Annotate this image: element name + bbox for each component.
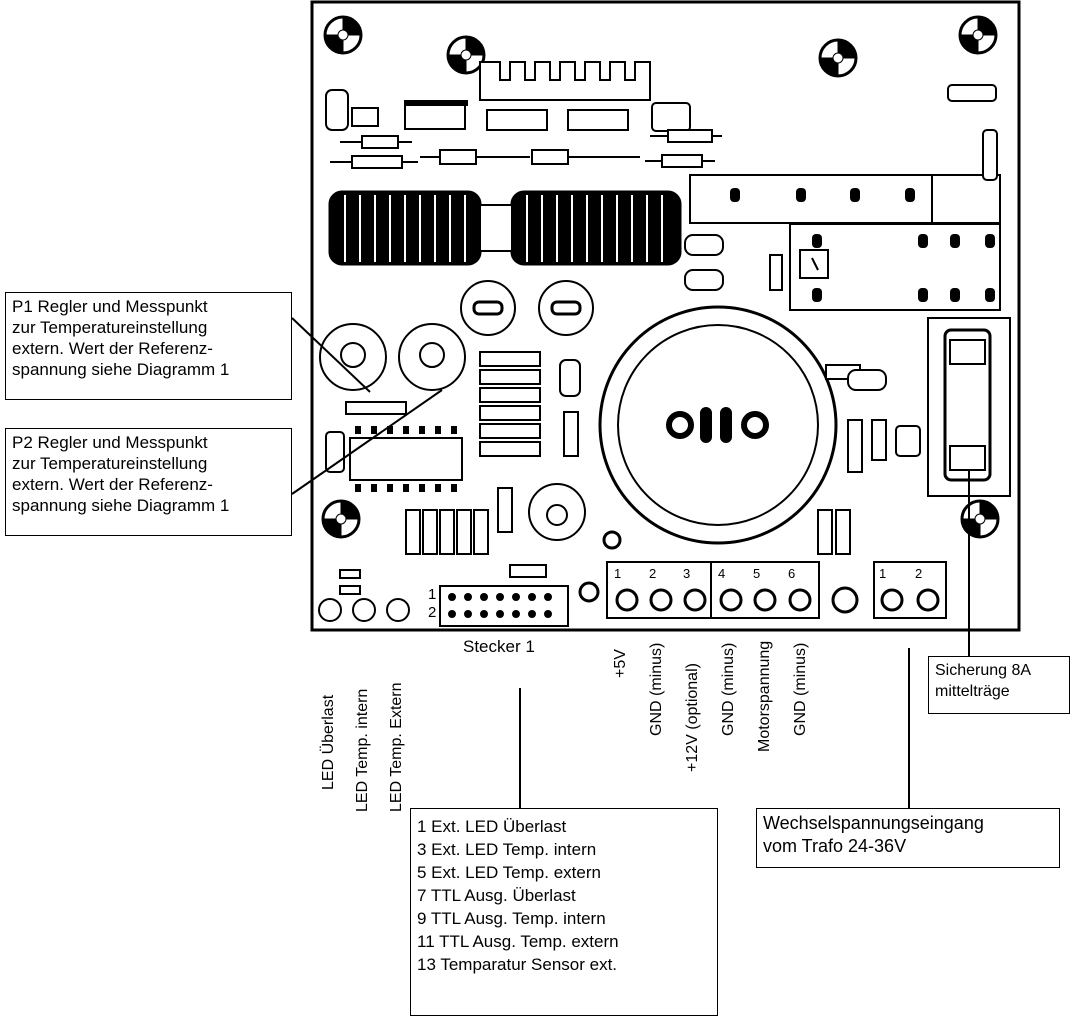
terminal-label-12v: +12V (optional)	[684, 663, 701, 772]
callout-p2-line: P2 Regler und Messpunkt	[12, 433, 208, 452]
terminal-number: 2	[649, 566, 657, 581]
callout-p2-line: extern. Wert der Referenz-	[12, 475, 213, 494]
callout-fuse: Sicherung 8A mittelträge	[928, 656, 1070, 714]
terminal-number: 1	[614, 566, 622, 581]
terminal-block-power	[606, 561, 820, 619]
resistor-bank	[345, 351, 887, 578]
mounting-hole	[323, 15, 363, 55]
capacitor	[325, 89, 379, 131]
stecker-1-label: Stecker 1	[463, 637, 535, 656]
mounting-hole	[818, 38, 858, 78]
terminal-label-gnd3: GND (minus)	[792, 642, 809, 736]
relay	[689, 174, 1001, 311]
connector-header	[947, 84, 997, 102]
callout-p2: P2 Regler und Messpunkt zur Temperaturei…	[5, 428, 292, 536]
callout-stecker-pins: 1 Ext. LED Überlast 3 Ext. LED Temp. int…	[410, 808, 718, 1016]
diode-bridge	[684, 234, 783, 291]
callout-p2-line: zur Temperatureinstellung	[12, 454, 208, 473]
terminal-number: 5	[753, 566, 761, 581]
callout-ac-input: Wechselspannungseingang vom Trafo 24-36V	[756, 808, 1060, 868]
mounting-hole	[958, 15, 998, 55]
fuse-holder-small	[982, 129, 998, 181]
relay-pin	[730, 188, 995, 302]
led-label-ueberlast: LED Überlast	[320, 694, 337, 790]
terminal-number: 3	[683, 566, 691, 581]
pin-line: 1 Ext. LED Überlast	[417, 817, 567, 836]
callout-ac-line: Wechselspannungseingang	[763, 813, 984, 833]
callout-p1-line: spannung siehe Diagramm 1	[12, 360, 230, 379]
terminal-screw	[615, 588, 812, 612]
stecker-1-header	[439, 585, 569, 627]
led-resistor	[339, 569, 361, 595]
callout-fuse-line: mittelträge	[935, 683, 1010, 700]
transformer-pins	[666, 407, 769, 443]
led-label-temp-intern: LED Temp. intern	[354, 688, 371, 812]
transistor	[847, 369, 921, 457]
ic-chip	[325, 431, 463, 481]
pin-line: 9 TTL Ausg. Temp. intern	[417, 909, 606, 928]
terminal-label-5v: +5V	[612, 649, 629, 678]
terminal-screw	[880, 588, 940, 612]
callout-p1-line: extern. Wert der Referenz-	[12, 339, 213, 358]
mounting-hole	[321, 499, 361, 539]
callout-p1: P1 Regler und Messpunkt zur Temperaturei…	[5, 292, 292, 400]
terminal-number: 4	[718, 566, 726, 581]
pin-line: 5 Ext. LED Temp. extern	[417, 863, 601, 882]
callout-p1-line: zur Temperatureinstellung	[12, 318, 208, 337]
stecker-row-2: 2	[428, 604, 437, 621]
callout-p1-line: P1 Regler und Messpunkt	[12, 297, 208, 316]
resistor	[330, 129, 722, 169]
trimmer-p1	[319, 323, 586, 541]
board-edge-strip	[404, 100, 468, 106]
terminal-number: 6	[788, 566, 796, 581]
callout-ac-line: vom Trafo 24-36V	[763, 836, 907, 856]
leader-line	[291, 317, 970, 808]
terminal-label-gnd2: GND (minus)	[720, 642, 737, 736]
ac-terminal-number: 2	[915, 566, 923, 581]
stecker-pins	[448, 593, 552, 618]
callout-fuse-line: Sicherung 8A	[935, 662, 1032, 679]
callout-p2-line: spannung siehe Diagramm 1	[12, 496, 230, 515]
pin-line: 13 Temparatur Sensor ext.	[417, 955, 618, 974]
heatsink	[479, 61, 651, 101]
fuse	[943, 328, 992, 482]
stecker-row-1: 1	[428, 586, 437, 603]
terminal-label-motorspannung: Motorspannung	[756, 640, 773, 752]
mounting-hole	[960, 499, 1000, 539]
capacitor-pins	[472, 300, 582, 316]
transistor-row	[404, 102, 691, 132]
led-label-temp-extern: LED Temp. Extern	[388, 682, 405, 812]
pin-line: 3 Ext. LED Temp. intern	[417, 840, 597, 859]
pin-line: 11 TTL Ausg. Temp. extern	[417, 932, 619, 951]
pin-line: 7 TTL Ausg. Überlast	[417, 886, 576, 905]
terminal-label-gnd1: GND (minus)	[648, 642, 665, 736]
ac-terminal-number: 1	[879, 566, 887, 581]
ic-pins	[355, 426, 457, 492]
led-indicator	[318, 598, 410, 622]
mounting-hole	[446, 35, 486, 75]
